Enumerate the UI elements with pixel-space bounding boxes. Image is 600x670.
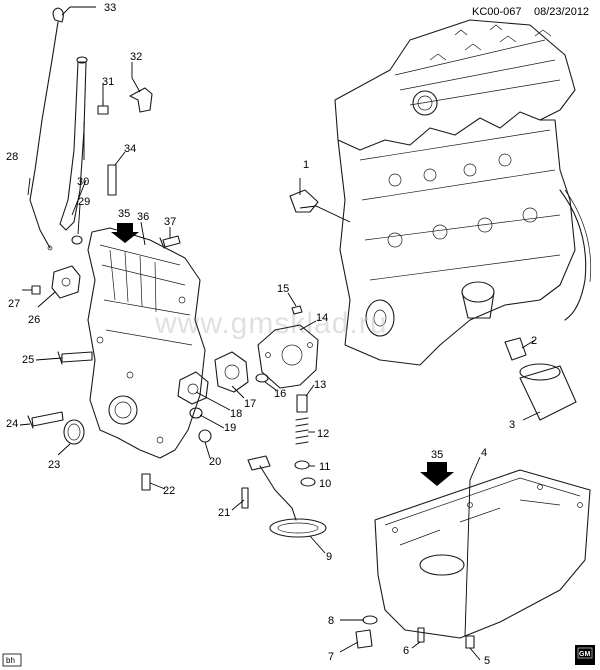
callout-19: 19 — [224, 422, 236, 434]
callout-5: 5 — [484, 655, 490, 667]
fitting-2 — [504, 337, 527, 361]
callout-4: 4 — [481, 447, 487, 459]
callout-16: 16 — [274, 388, 286, 400]
svg-text:bh: bh — [6, 656, 15, 665]
callout-24: 24 — [6, 418, 18, 430]
callout-7: 7 — [328, 651, 334, 663]
oil-pickup-screen — [247, 455, 327, 538]
callout-10: 10 — [319, 478, 331, 490]
engine-front-cover — [87, 227, 206, 459]
callout-3: 3 — [509, 419, 515, 431]
callout-15: 15 — [277, 283, 289, 295]
callout-12: 12 — [317, 428, 329, 440]
sensor-26 — [51, 265, 81, 299]
callout-28: 28 — [6, 151, 18, 163]
seal-16 — [255, 373, 269, 383]
callout-9: 9 — [326, 551, 332, 563]
callout-8: 8 — [328, 615, 334, 627]
bracket-32 — [129, 87, 153, 113]
callout-27: 27 — [8, 298, 20, 310]
direction-arrow-oil-pan — [420, 462, 454, 486]
leader-lines — [19, 6, 541, 661]
drain-plug-7 — [355, 629, 373, 649]
callout-31: 31 — [102, 76, 114, 88]
callout-2: 2 — [531, 335, 537, 347]
callout-36: 36 — [137, 211, 149, 223]
callout-11: 11 — [319, 461, 330, 473]
callout-35: 35 — [118, 208, 130, 220]
sensor-1 — [289, 189, 319, 213]
svg-text:GM: GM — [579, 651, 590, 658]
document-date: 08/23/2012 — [534, 6, 589, 18]
corner-badge: bh — [2, 653, 22, 667]
gm-logo: GM — [575, 645, 595, 665]
callout-33: 33 — [104, 2, 116, 14]
callout-23: 23 — [48, 459, 60, 471]
callout-18: 18 — [230, 408, 242, 420]
dowel-22 — [141, 473, 151, 491]
oil-filter — [519, 363, 577, 421]
bolt-5 — [465, 635, 475, 649]
callout-labels: 1 2 3 4 5 6 7 8 9 10 11 12 13 14 15 16 1… — [6, 2, 537, 667]
pin-15 — [291, 305, 303, 315]
washer-8 — [362, 615, 378, 625]
pressure-relief-valve — [294, 394, 316, 487]
seal-29 — [71, 235, 83, 245]
callout-22: 22 — [163, 485, 175, 497]
oil-pan — [374, 469, 591, 639]
callout-6: 6 — [403, 645, 409, 657]
callout-1: 1 — [303, 159, 309, 171]
seal-23 — [63, 419, 85, 445]
callout-30: 30 — [77, 176, 89, 188]
bolt-27 — [31, 285, 41, 295]
callout-25: 25 — [22, 354, 34, 366]
callout-29: 29 — [78, 196, 90, 208]
document-id: KC00-067 — [472, 6, 522, 18]
direction-arrow-front-cover — [111, 223, 139, 243]
callout-34: 34 — [124, 143, 136, 155]
callout-35-oil-pan: 35 — [431, 449, 443, 461]
callout-17: 17 — [244, 398, 256, 410]
bolt-25 — [57, 351, 93, 365]
stud-6 — [417, 627, 425, 643]
callout-37: 37 — [164, 216, 176, 228]
callout-20: 20 — [209, 456, 221, 468]
oil-level-indicator-tube — [59, 56, 88, 231]
oil-level-indicator — [29, 7, 64, 251]
callout-13: 13 — [314, 379, 326, 391]
callout-32: 32 — [130, 51, 142, 63]
callout-21: 21 — [218, 507, 230, 519]
bolt-37 — [159, 235, 181, 249]
engine-block — [334, 19, 591, 366]
callout-26: 26 — [28, 314, 40, 326]
oil-pump-rotors — [177, 351, 249, 443]
callout-14: 14 — [316, 312, 328, 324]
watermark-text: www.gmsklad.ru — [154, 307, 387, 340]
bolt-31 — [97, 99, 109, 115]
bolt-21 — [241, 487, 249, 509]
stud-34 — [107, 164, 117, 196]
bolt-24 — [27, 411, 64, 429]
